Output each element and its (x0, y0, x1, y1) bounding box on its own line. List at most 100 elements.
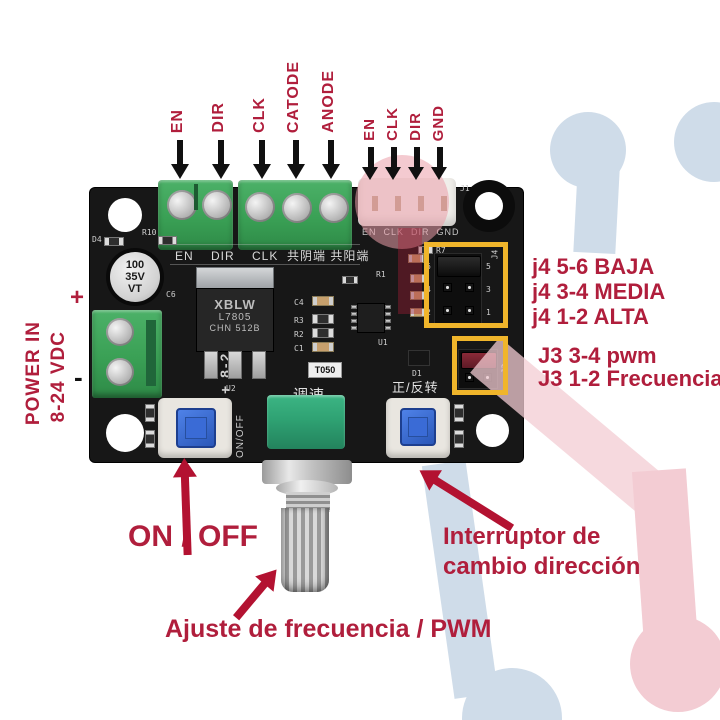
ref-r7: R7 (436, 246, 446, 255)
direction-switch-button (400, 408, 436, 446)
arrow-down-head (253, 164, 271, 179)
cap-line-2: 35V (125, 271, 145, 283)
terminal-screw (167, 190, 197, 220)
ref-r2: R2 (294, 330, 304, 339)
power-terminal-block (92, 310, 162, 398)
j4-header (434, 253, 482, 324)
ref-r3: R3 (294, 316, 304, 325)
regulator-part: L7805 (218, 312, 252, 323)
arrow-down (259, 140, 265, 166)
onoff-label: ON / OFF (128, 520, 258, 553)
ref-d4: D4 (92, 235, 102, 244)
ref-c6: C6 (166, 290, 176, 299)
arrow-down (293, 140, 299, 166)
silk-line (170, 264, 360, 265)
cap-line-3: VT (127, 283, 143, 295)
terminal-screw (106, 318, 134, 346)
terminal-slot (194, 184, 198, 210)
direction-silkscreen: 正/反转 (392, 380, 439, 395)
ic-leg (351, 326, 357, 330)
fuse-t050: T050 (308, 362, 342, 378)
arrow-down (218, 140, 224, 166)
arrow-down-head (431, 167, 447, 180)
regulator-tab (196, 267, 274, 289)
bg-trace-line-top-right (573, 148, 621, 255)
regulator-lot: CHN 512B (209, 323, 261, 333)
arrow-down (437, 147, 443, 169)
overlay-red-band (398, 228, 422, 314)
mounting-hole-top-right (475, 192, 503, 220)
pin-label-clk2: CLK (384, 107, 401, 141)
pin-label-catode: CATODE (285, 60, 302, 133)
j4-pin (443, 283, 452, 292)
smd-generic (145, 430, 155, 448)
ref-d1: D1 (412, 369, 422, 378)
direction-label-line1: Interruptor de (443, 523, 601, 550)
pin-label-en2: EN (361, 118, 378, 141)
smd-generic (454, 430, 464, 448)
ic-leg (385, 319, 391, 323)
arrow-down-head (322, 164, 340, 179)
power-voltage-label: 8-24 VDC (48, 330, 69, 422)
ref-j1: J1 (460, 184, 470, 193)
regulator-leg (252, 351, 266, 379)
onoff-switch-button (176, 408, 216, 448)
soic8-ic (357, 303, 385, 333)
sot23-d1 (408, 350, 430, 366)
ic-leg (385, 326, 391, 330)
j3-pin (465, 373, 474, 382)
j3-highlight-box (452, 336, 508, 395)
ref-r10: R10 (142, 228, 157, 237)
frequency-label: Ajuste de frecuencia / PWM (165, 615, 492, 643)
pot-shaft-knurled (281, 508, 329, 592)
mounting-hole-bottom-right (476, 414, 509, 447)
j4-note-1: j4 5-6 BAJA (532, 254, 655, 279)
pin-label-dir: DIR (210, 102, 227, 133)
button-face (185, 417, 207, 439)
smd-r3 (312, 314, 334, 324)
j4-pin (465, 283, 474, 292)
button-face (408, 417, 428, 437)
ic-leg (385, 312, 391, 316)
smd-c4 (312, 296, 334, 306)
j4-num-3: 3 (486, 285, 491, 294)
pin-label-gnd: GND (430, 104, 447, 141)
j4-highlight-box (424, 242, 508, 328)
mounting-hole-bottom-left (106, 414, 144, 452)
regulator-brand: XBLW (214, 297, 256, 312)
terminal-screw (106, 358, 134, 386)
terminal-screw (319, 193, 349, 223)
ic-leg (351, 305, 357, 309)
j4-note-3: j4 1-2 ALTA (532, 304, 649, 329)
j3-note-1: J3 3-4 pwm (538, 343, 657, 368)
bg-trace-pink-pad (630, 616, 720, 712)
pin-label-anode: ANODE (320, 70, 337, 133)
cap-line-1: 100 (125, 259, 145, 271)
terminal-block-clk-cathode-anode (238, 180, 352, 250)
bg-trace-pad-top-right-2 (674, 102, 720, 182)
j4-num-1: 1 (486, 308, 491, 317)
j4-pin (443, 306, 452, 315)
arrow-down-head (385, 167, 401, 180)
regulator-leg (204, 351, 218, 379)
arrow-down (328, 140, 334, 166)
pot-bushing (286, 492, 330, 512)
onoff-switch (158, 398, 232, 458)
j4-pin (465, 306, 474, 315)
ref-c4: C4 (294, 298, 304, 307)
arrow-down-head (362, 167, 378, 180)
ref-u2: U2 (226, 384, 236, 393)
fuse-label: T050 (314, 365, 336, 375)
power-plus-sign: + (70, 284, 85, 311)
direction-label-line2: cambio dirección (443, 553, 641, 580)
smd-d4 (104, 237, 124, 246)
arrow-down (414, 147, 420, 169)
smd-r2 (312, 328, 334, 338)
terminal-slot (146, 320, 156, 386)
regulator-body: XBLW L7805 CHN 512B (196, 288, 274, 352)
arrow-down (368, 147, 374, 169)
electrolytic-capacitor-top: 100 35V VT (110, 252, 160, 302)
smd-cap (408, 254, 424, 263)
arrow-shaft (180, 474, 192, 556)
